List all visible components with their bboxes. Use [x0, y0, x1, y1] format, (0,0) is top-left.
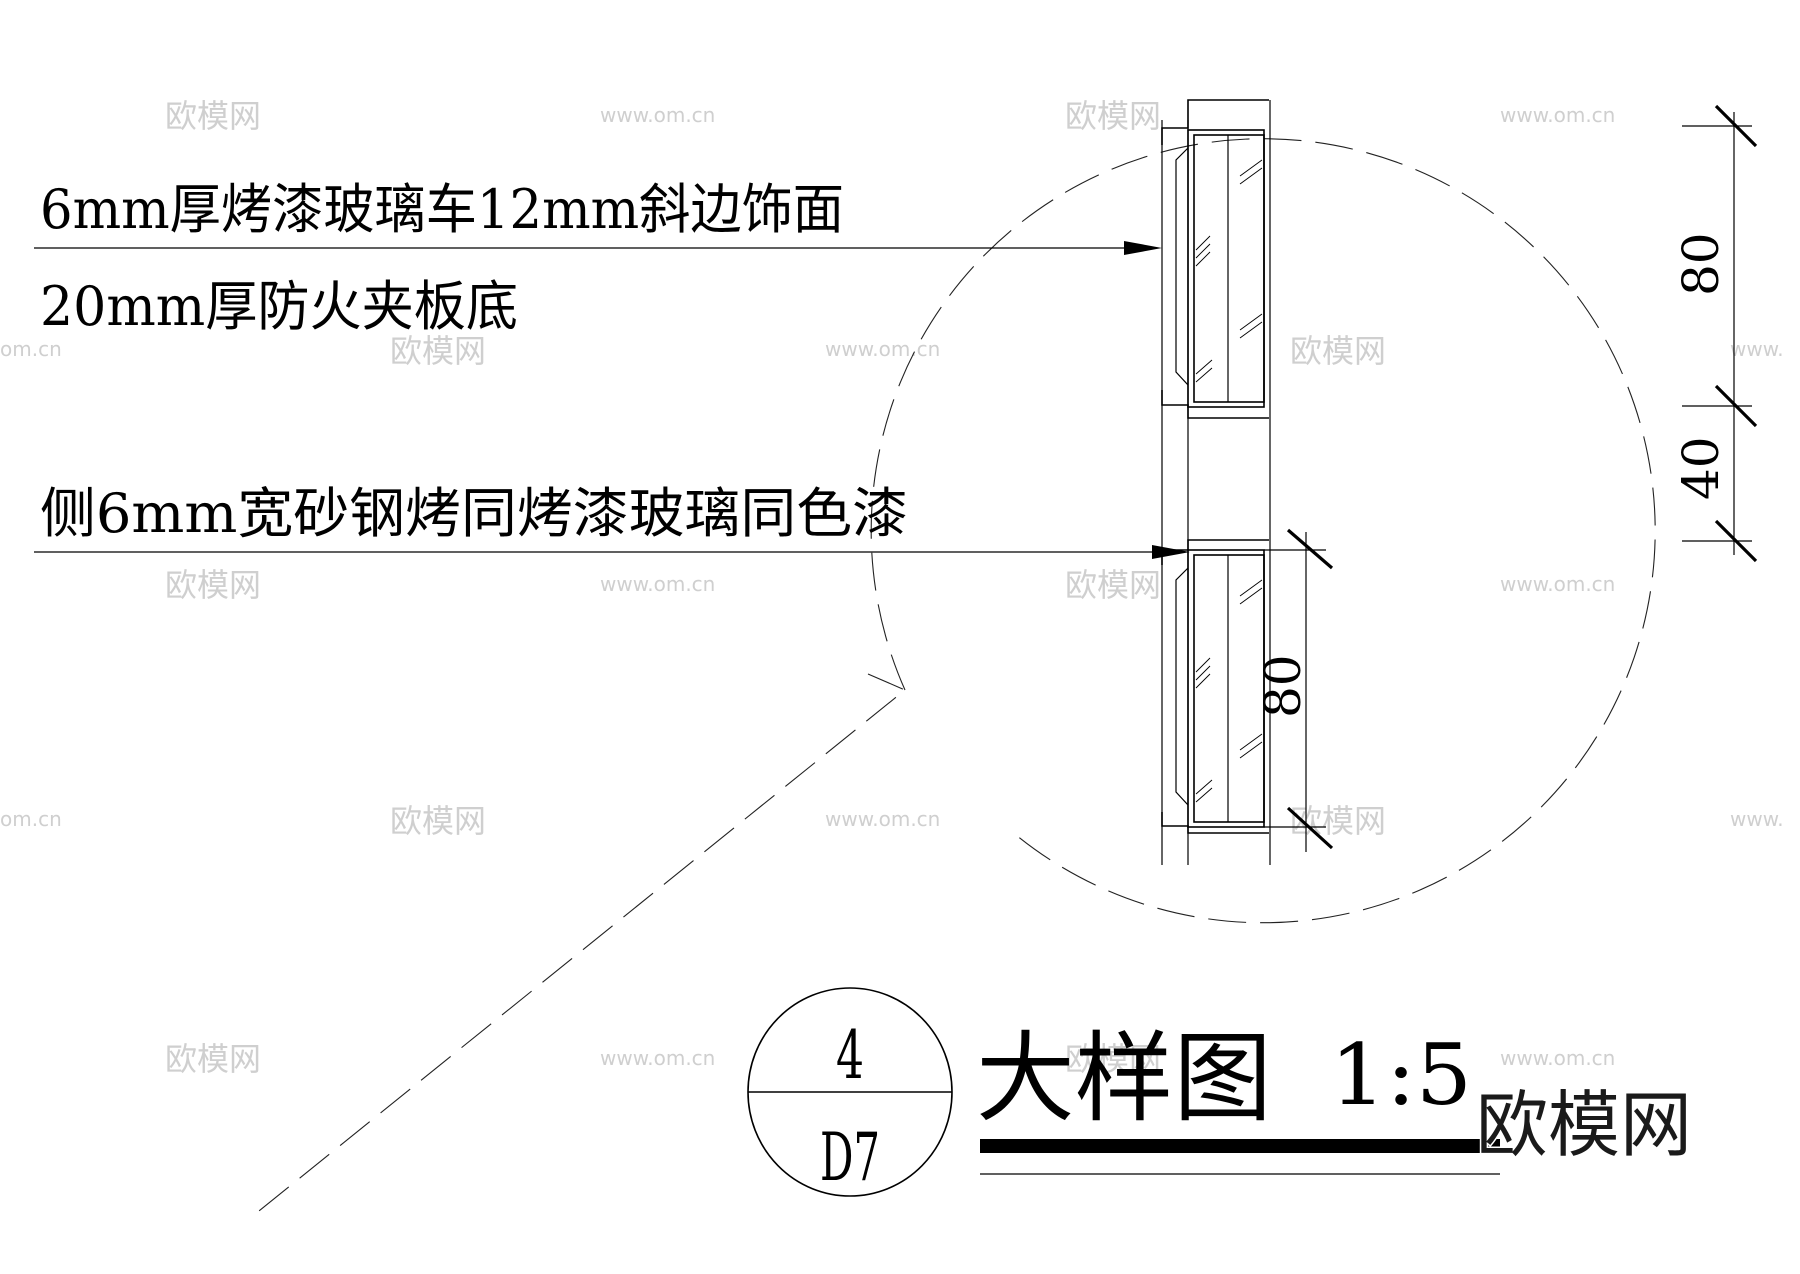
watermark-url: www.om.cn	[1500, 1046, 1615, 1070]
detail-sheet-ref: D7	[820, 1119, 880, 1196]
dimension-inner-lower: 80	[1254, 528, 1334, 852]
detail-number: 4	[836, 1017, 864, 1094]
wall-reference-lines	[1161, 100, 1271, 865]
drawing-scale: 1:5	[1330, 1026, 1472, 1124]
annotation-fireproof-board: 20mm厚防火夹板底	[40, 275, 518, 338]
upper-glass-panel	[1161, 99, 1269, 419]
dimension-chain-right: 80 40	[1672, 104, 1758, 563]
brand-logo: 欧模网	[1476, 1083, 1692, 1167]
watermark-url: www.om.cn	[600, 103, 715, 127]
watermark-brand: 欧模网	[1065, 566, 1161, 604]
detail-callout-leader	[253, 673, 907, 1216]
watermark-url: om.cn	[0, 337, 62, 361]
watermark-brand: 欧模网	[1065, 1040, 1161, 1078]
leader-line-1	[34, 241, 1162, 255]
watermark-url: om.cn	[0, 807, 62, 831]
lower-glass-panel	[1161, 539, 1269, 834]
watermark-url: www.om.cn	[1500, 103, 1615, 127]
arrow-head-icon	[1152, 545, 1190, 559]
watermark-url: www.	[1730, 337, 1784, 361]
drawing-title: 大样图	[976, 1022, 1272, 1136]
title-underline-thick	[980, 1139, 1500, 1153]
watermark-url: www.om.cn	[600, 1046, 715, 1070]
watermark-brand: 欧模网	[390, 802, 486, 840]
watermark-url: www.om.cn	[600, 572, 715, 596]
dimension-value-inner: 80	[1254, 654, 1312, 718]
arrow-head-icon	[1124, 241, 1162, 255]
watermark-url: www.om.cn	[825, 807, 940, 831]
watermark-url: www.om.cn	[1500, 572, 1615, 596]
drawing-title-block: 大样图 1:5	[976, 1022, 1500, 1175]
watermark-brand: 欧模网	[1290, 332, 1386, 370]
dimension-tick	[1286, 528, 1334, 570]
watermark-brand: 欧模网	[390, 332, 486, 370]
detail-tag: 4 D7	[747, 987, 953, 1197]
watermark-url: www.om.cn	[825, 337, 940, 361]
watermark-brand: 欧模网	[165, 97, 261, 135]
dimension-tick	[1714, 519, 1758, 563]
dimension-value-top: 80	[1672, 232, 1730, 296]
watermark-brand: 欧模网	[1065, 97, 1161, 135]
leader-line-2	[34, 545, 1190, 559]
watermark-brand: 欧模网	[165, 566, 261, 604]
annotation-glass-finish: 6mm厚烤漆玻璃车12mm斜边饰面	[40, 178, 844, 241]
watermark-layer: 欧模网 www.om.cn 欧模网 www.om.cn om.cn 欧模网 ww…	[0, 97, 1784, 1078]
watermark-url: www.	[1730, 807, 1784, 831]
watermark-brand: 欧模网	[165, 1040, 261, 1078]
dimension-tick	[1286, 806, 1334, 850]
dimension-value-middle: 40	[1672, 436, 1730, 500]
annotation-edge-paint: 侧6mm宽砂钢烤同烤漆玻璃同色漆	[40, 482, 908, 545]
detail-callout-circle	[870, 138, 1656, 924]
dimension-tick	[1714, 384, 1758, 428]
dimension-tick	[1714, 104, 1758, 148]
